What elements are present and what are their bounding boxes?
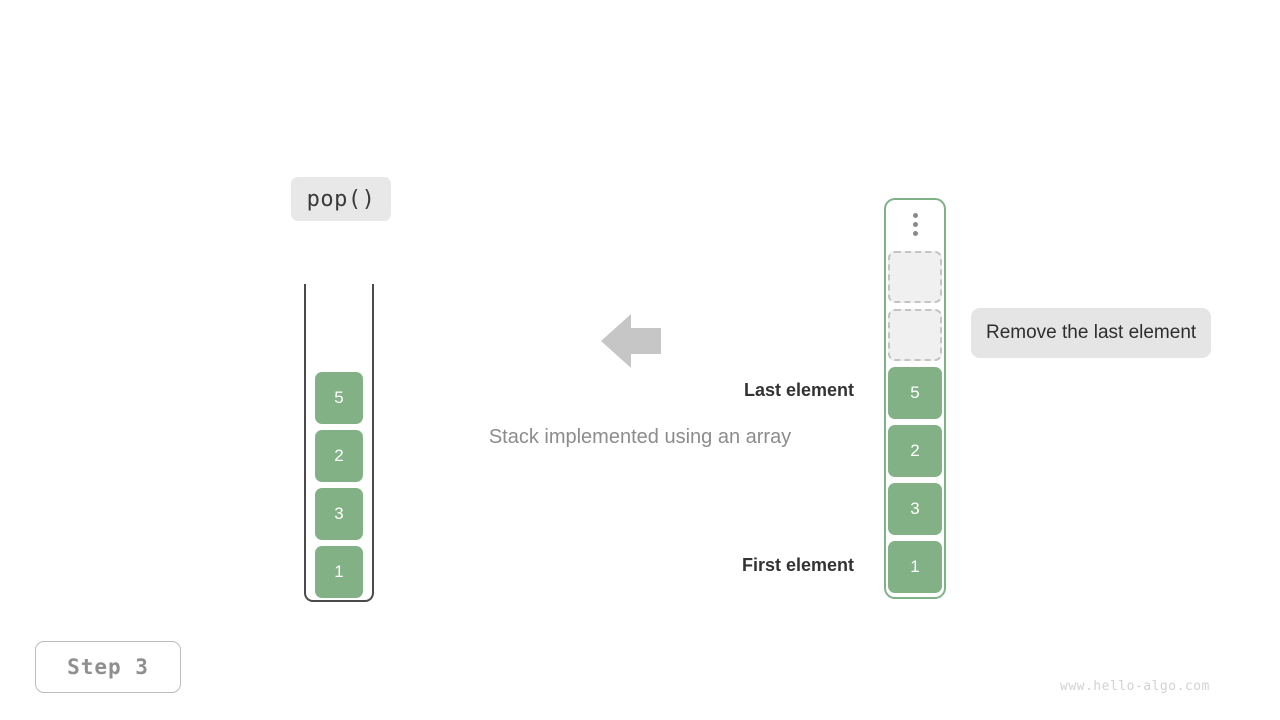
array-cell-filled: 3 — [888, 483, 942, 535]
array-cell-filled: 1 — [888, 541, 942, 593]
array-container: 5 2 3 1 — [884, 198, 946, 599]
stack-vessel-outline — [304, 284, 374, 602]
step-badge: Step 3 — [35, 641, 181, 693]
array-cell-empty — [888, 309, 942, 361]
stack-cell: 1 — [315, 546, 363, 598]
arrow-left-icon — [601, 314, 661, 368]
stack-cell: 2 — [315, 430, 363, 482]
dot — [912, 213, 918, 218]
array-cell-filled: 5 — [888, 367, 942, 419]
operation-label: pop() — [291, 177, 391, 221]
stack-cell-list: 5 2 3 1 — [304, 372, 374, 598]
stack-cell: 3 — [315, 488, 363, 540]
dot — [912, 222, 918, 227]
dot — [912, 231, 918, 236]
stack-container: 5 2 3 1 — [304, 284, 374, 602]
last-element-annotation: Last element — [743, 380, 854, 400]
array-cell-list: 5 2 3 1 — [886, 251, 944, 593]
watermark: www.hello-algo.com — [1060, 679, 1210, 694]
diagram-caption: Stack implemented using an array — [488, 426, 792, 448]
array-cell-empty — [888, 251, 942, 303]
array-cell-filled: 2 — [888, 425, 942, 477]
operation-note: Remove the last element — [971, 308, 1212, 358]
vertical-ellipsis-icon — [886, 213, 944, 236]
stack-cell: 5 — [315, 372, 363, 424]
first-element-annotation: First element — [741, 555, 854, 575]
